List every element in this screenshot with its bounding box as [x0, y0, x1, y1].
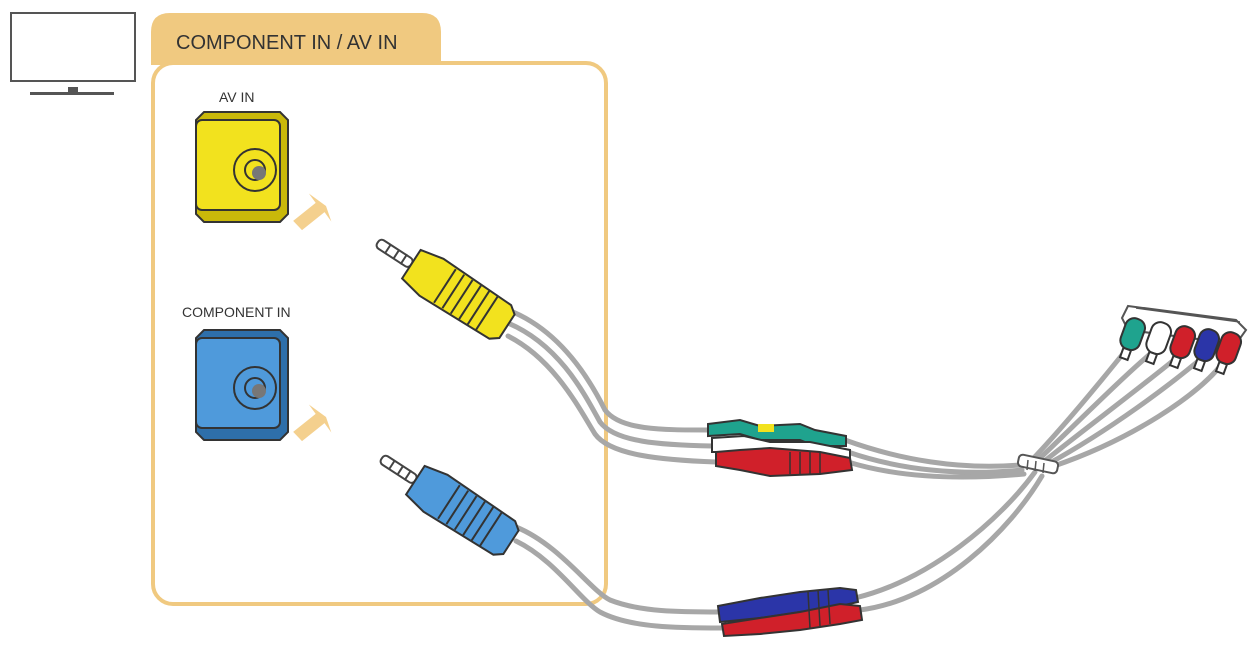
panel-tab	[151, 13, 441, 65]
panel-title: COMPONENT IN / AV IN	[176, 32, 398, 54]
rca-splitter-bottom	[716, 586, 864, 638]
av-in-label: AV IN	[219, 89, 255, 105]
blue-rca-plug	[1192, 328, 1221, 373]
component-in-port: COMPONENT IN	[182, 304, 291, 441]
blue-component-plug	[368, 438, 524, 562]
cable-hub	[1016, 453, 1060, 475]
insert-arrow-icon	[290, 191, 332, 231]
white-rca-plug	[1144, 321, 1173, 366]
insert-arrow-icon	[290, 402, 332, 442]
panel-frame	[151, 61, 608, 606]
red-rca-plug	[1214, 331, 1243, 376]
rca-splitter-top	[707, 418, 854, 478]
av-in-port: AV IN	[195, 89, 289, 223]
device-back-panel	[1118, 304, 1248, 376]
component-in-label: COMPONENT IN	[182, 304, 291, 320]
cable-wires	[505, 307, 1228, 631]
red-rca-plug	[1168, 325, 1197, 370]
tv-icon	[10, 12, 136, 95]
component-av-panel: COMPONENT IN / AV IN	[151, 13, 608, 606]
yellow-av-plug	[364, 222, 520, 346]
green-rca-plug	[1118, 317, 1147, 362]
